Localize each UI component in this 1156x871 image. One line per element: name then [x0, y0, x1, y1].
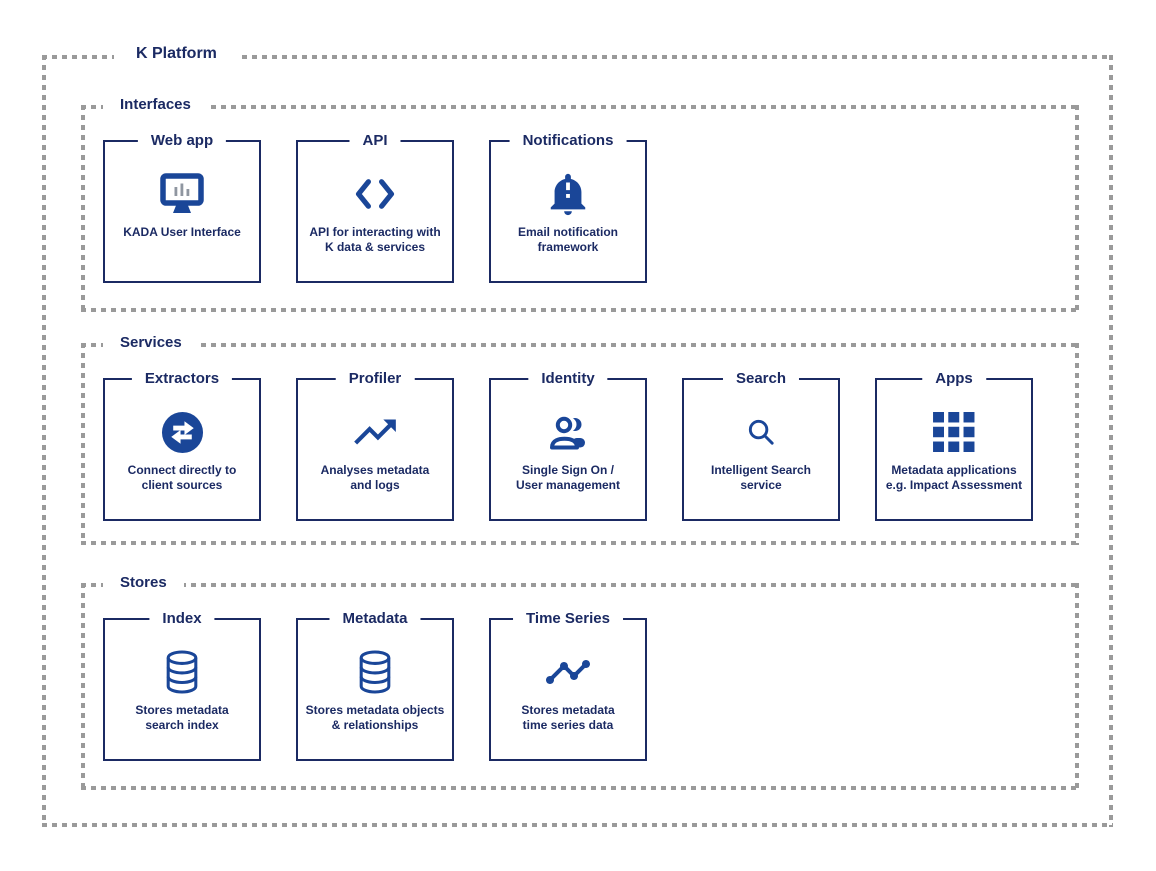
card-profiler-title: Profiler [335, 368, 415, 390]
card-index: Index Stores metadata search index [103, 608, 261, 761]
section-interfaces: Interfaces Web app KADA User Interfac [81, 93, 1079, 312]
card-apps-title: Apps [922, 368, 986, 390]
card-profiler-description: Analyses metadata and logs [320, 463, 430, 492]
card-web-app-title: Web app [137, 130, 227, 152]
section-stores: Stores Index Stores metadata search inde… [81, 571, 1079, 790]
card-time-series-title: Time Series [513, 608, 623, 630]
card-notifications: Notifications Email notification framewo… [489, 130, 647, 283]
code-brackets-icon [353, 169, 397, 219]
card-search-title: Search [722, 368, 800, 390]
card-apps: Apps [875, 368, 1033, 521]
card-time-series: Time Series Stores metadata time series … [489, 608, 647, 761]
card-identity-title: Identity [528, 368, 608, 390]
card-api-title: API [349, 130, 401, 152]
card-time-series-description: Stores metadata time series data [521, 703, 615, 732]
interfaces-card-row: Web app KADA User Interface [103, 130, 647, 283]
services-card-row: Extractors Connect directly to client so… [103, 368, 1033, 521]
stores-card-row: Index Stores metadata search index Metad… [103, 608, 647, 761]
card-search-description: Intelligent Search service [710, 463, 812, 492]
card-notifications-title: Notifications [509, 130, 627, 152]
database-icon [355, 647, 395, 697]
card-apps-description: Metadata applications e.g. Impact Assess… [885, 463, 1023, 492]
section-services: Services Extractors Connect directly to … [81, 331, 1079, 545]
card-metadata-title: Metadata [329, 608, 421, 630]
bell-alert-icon [545, 169, 591, 219]
users-icon [545, 407, 591, 457]
timeline-icon [544, 647, 592, 697]
card-identity-description: Single Sign On / User management [515, 463, 621, 492]
card-search: Search Intelligent Search service [682, 368, 840, 521]
platform-title: K Platform [114, 42, 239, 66]
swap-arrows-circle-icon [161, 407, 204, 457]
card-index-title: Index [149, 608, 215, 630]
card-api: API API for interacting with K data & se… [296, 130, 454, 283]
card-api-description: API for interacting with K data & servic… [309, 225, 441, 254]
card-profiler: Profiler Analyses metadata and logs [296, 368, 454, 521]
trending-up-icon [350, 407, 400, 457]
section-services-label: Services [103, 331, 199, 354]
card-extractors-title: Extractors [131, 368, 233, 390]
grid-icon [933, 407, 975, 457]
section-stores-label: Stores [103, 571, 184, 594]
card-web-app: Web app KADA User Interface [103, 130, 261, 283]
section-interfaces-label: Interfaces [103, 93, 208, 116]
card-notifications-description: Email notification framework [517, 225, 618, 254]
card-metadata: Metadata Stores metadata objects & relat… [296, 608, 454, 761]
card-index-description: Stores metadata search index [135, 703, 229, 732]
card-metadata-description: Stores metadata objects & relationships [305, 703, 445, 732]
monitor-chart-icon [157, 169, 207, 219]
card-web-app-description: KADA User Interface [123, 225, 241, 239]
card-extractors: Extractors Connect directly to client so… [103, 368, 261, 521]
magnifier-icon [745, 407, 778, 457]
card-identity: Identity Single Sign On / User managemen… [489, 368, 647, 521]
database-icon [162, 647, 202, 697]
card-extractors-description: Connect directly to client sources [127, 463, 237, 492]
